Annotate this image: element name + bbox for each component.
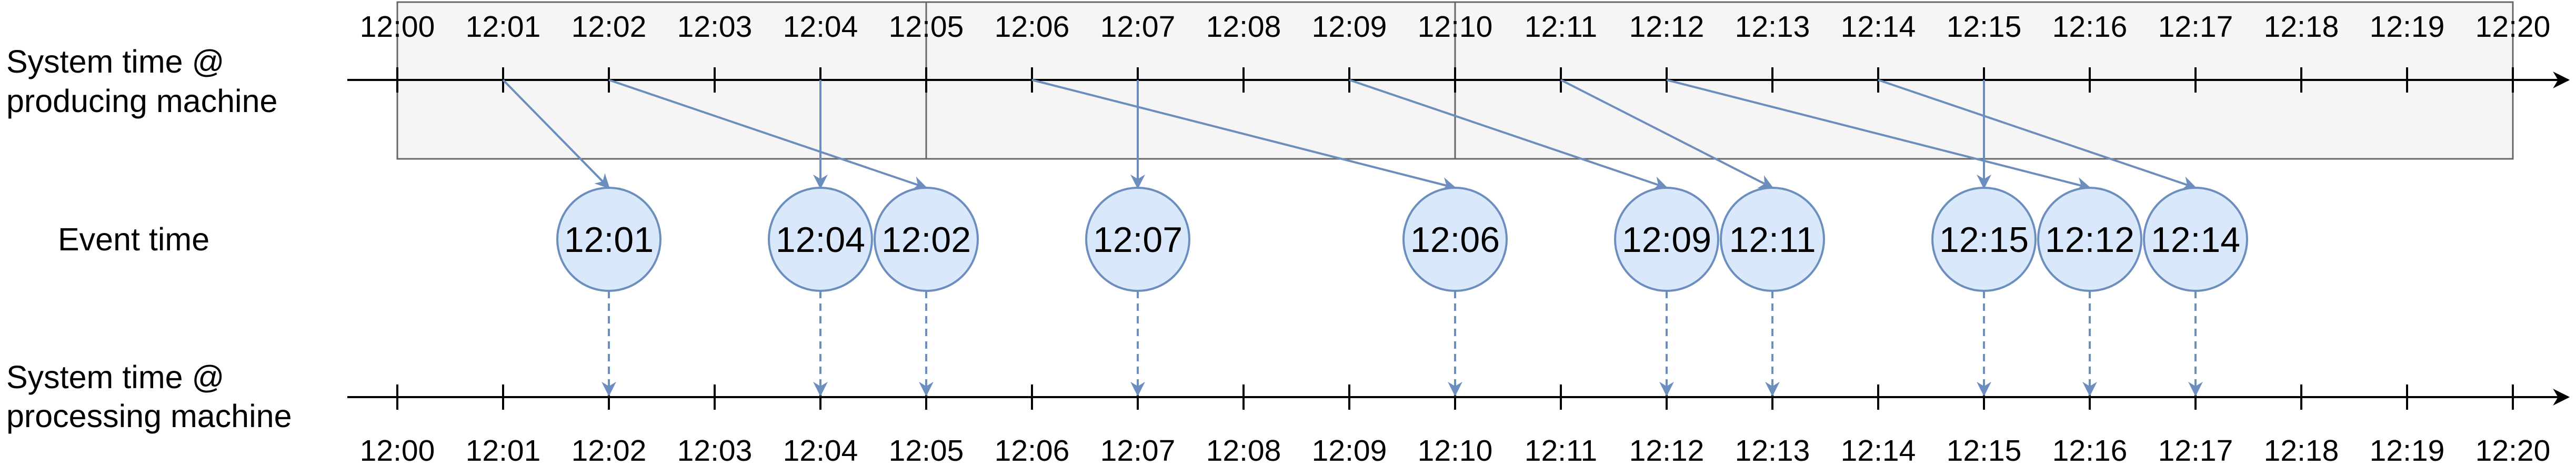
processing-tick-label: 12:05: [889, 434, 964, 468]
producing-tick-label: 12:19: [2370, 10, 2445, 44]
processing-tick-label: 12:00: [360, 434, 435, 468]
producing-tick-label: 12:13: [1735, 10, 1810, 44]
event-circle: [1402, 187, 1508, 292]
producing-time-axis: 12:00 12:01 12:02 12:03 12:04 12:05 12:06 12:07…: [347, 10, 2570, 93]
event-time-label: Event time: [58, 221, 209, 257]
producing-tick-label: 12:04: [783, 10, 858, 44]
processing-tick-label: 12:20: [2475, 434, 2551, 468]
processing-tick-label: 12:18: [2264, 434, 2339, 468]
producing-tick-label: 12:03: [677, 10, 753, 44]
process-arrow-group: [602, 291, 2203, 397]
event-label: 12:14: [2151, 220, 2240, 260]
event-circle: [874, 187, 979, 292]
produce-arrow: [1878, 79, 2197, 191]
producing-tick-label: 12:06: [995, 10, 1070, 44]
produce-arrow-group: [502, 79, 2197, 192]
event-circle: [2037, 187, 2142, 292]
produce-arrow: [1031, 79, 1457, 192]
processing-time-axis: 12:00 12:01 12:02 12:03 12:04 12:05 12:06 12:07…: [347, 384, 2570, 468]
processing-label-line2: processing machine: [6, 398, 292, 434]
processing-tick-label: 12:02: [572, 434, 647, 468]
event-circle: [556, 187, 661, 292]
event-circle: [1720, 187, 1825, 292]
processing-tick-label: 12:12: [1629, 434, 1705, 468]
event-label: 12:01: [564, 220, 654, 260]
event-label: 12:07: [1093, 220, 1182, 260]
producing-tick-label: 12:02: [572, 10, 647, 44]
processing-tick-label: 12:04: [783, 434, 858, 468]
processing-tick-label: 12:16: [2052, 434, 2128, 468]
event-label: 12:09: [1622, 220, 1711, 260]
processing-tick-label: 12:03: [677, 434, 753, 468]
processing-tick-label: 12:13: [1735, 434, 1810, 468]
event-circle: [2143, 187, 2248, 292]
event-label: 12:12: [2045, 220, 2134, 260]
processing-tick-label: 12:07: [1100, 434, 1176, 468]
processing-tick-label: 12:15: [1947, 434, 2022, 468]
processing-tick-label: 12:11: [1525, 434, 1597, 468]
processing-tick-label: 12:10: [1418, 434, 1493, 468]
event-label: 12:04: [776, 220, 865, 260]
produce-arrow: [1349, 79, 1668, 191]
processing-tick-label: 12:01: [466, 434, 541, 468]
producing-tick-label: 12:18: [2264, 10, 2339, 44]
producing-tick-label: 12:12: [1629, 10, 1705, 44]
producing-tick-label: 12:09: [1312, 10, 1387, 44]
processing-tick-label: 12:17: [2158, 434, 2233, 468]
event-label: 12:15: [1939, 220, 2029, 260]
produce-arrow: [1666, 79, 2091, 192]
processing-tick-label: 12:06: [995, 434, 1070, 468]
producing-tick-label: 12:14: [1841, 10, 1916, 44]
producing-tick-label: 12:20: [2475, 10, 2551, 44]
producing-tick-label: 12:16: [2052, 10, 2128, 44]
producing-label-line2: producing machine: [6, 83, 277, 119]
producing-tick-label: 12:05: [889, 10, 964, 44]
producing-tick-label: 12:08: [1206, 10, 1281, 44]
event-label: 12:11: [1729, 220, 1816, 260]
event-circle: [1085, 187, 1190, 292]
processing-tick-label: 12:09: [1312, 434, 1387, 468]
processing-tick-label: 12:19: [2370, 434, 2445, 468]
producing-tick-label: 12:10: [1418, 10, 1493, 44]
producing-tick-label: 12:01: [466, 10, 541, 44]
produce-arrow: [502, 79, 610, 189]
processing-tick-label: 12:14: [1841, 434, 1916, 468]
event-label: 12:06: [1410, 220, 1500, 260]
producing-label-line1: System time @: [6, 44, 224, 79]
event-circle: [1931, 187, 2037, 292]
event-group: 12:01 12:04 12:02 12:07 12:06 12:09 12:11 12:15…: [556, 187, 2248, 292]
produce-arrow: [608, 79, 928, 191]
producing-tick-label: 12:15: [1947, 10, 2022, 44]
event-circle: [1614, 187, 1719, 292]
producing-tick-label: 12:17: [2158, 10, 2233, 44]
producing-tick-label: 12:11: [1525, 10, 1597, 44]
produce-arrow: [1560, 79, 1774, 189]
producing-tick-label: 12:07: [1100, 10, 1176, 44]
producing-tick-label: 12:00: [360, 10, 435, 44]
event-circle: [768, 187, 873, 292]
processing-tick-label: 12:08: [1206, 434, 1281, 468]
event-label: 12:02: [881, 220, 971, 260]
processing-label-line1: System time @: [6, 359, 224, 395]
